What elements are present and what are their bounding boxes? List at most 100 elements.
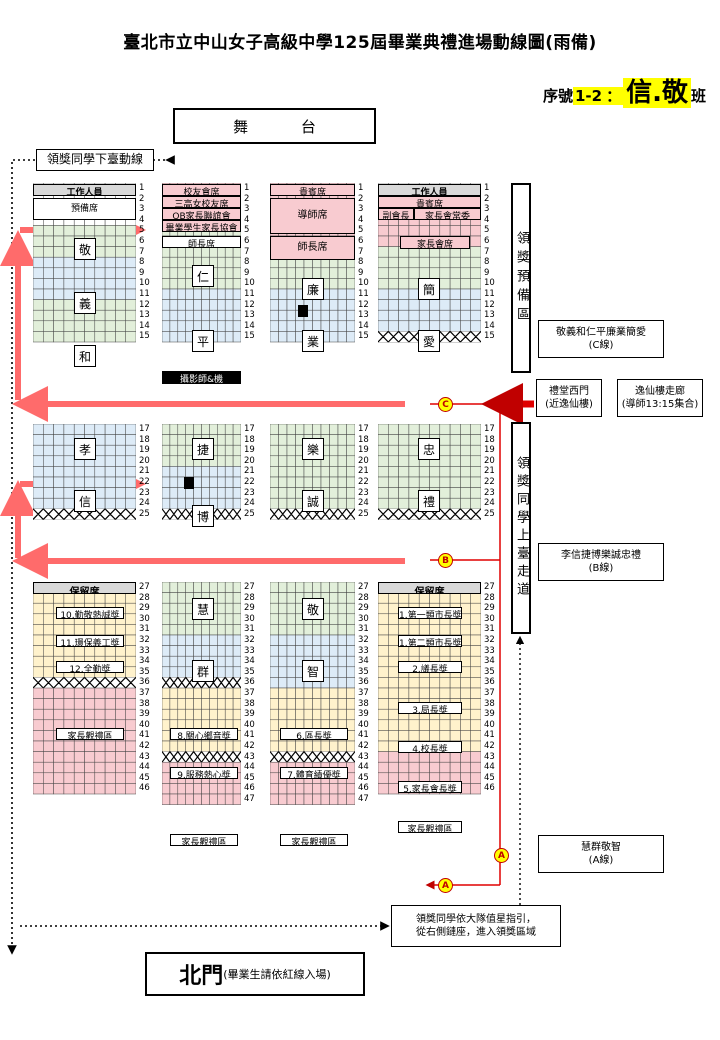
seat [63, 624, 75, 636]
seat [232, 466, 241, 478]
seat [278, 708, 288, 721]
seat [270, 497, 279, 510]
row-number: 6 [484, 235, 490, 246]
seat [94, 246, 106, 258]
seat [53, 256, 65, 269]
row-number: 17 [358, 424, 369, 434]
seat [169, 740, 179, 752]
seat [346, 783, 355, 795]
seat [33, 331, 44, 343]
seat [33, 624, 44, 636]
seat [33, 613, 44, 625]
seat [346, 634, 355, 646]
seat [232, 793, 241, 805]
seat [278, 592, 288, 604]
seat [33, 434, 44, 446]
row-number: 44 [484, 762, 495, 773]
alumni-tag: 校友會席 [162, 184, 241, 196]
seat [115, 698, 126, 710]
seat [312, 309, 322, 322]
seat [232, 582, 241, 593]
row-number: 28 [484, 592, 495, 603]
seat [408, 687, 420, 699]
seat [53, 455, 65, 467]
seat [378, 309, 389, 322]
seat [33, 761, 44, 774]
seat [398, 288, 410, 300]
seat [43, 783, 54, 795]
seat [169, 487, 179, 499]
seat [346, 497, 355, 510]
seat [312, 267, 322, 279]
seat [388, 288, 399, 300]
seat [115, 246, 126, 258]
seat [63, 740, 75, 752]
serial-prefix: 序號 [542, 87, 573, 105]
seat [53, 751, 65, 763]
row-number: 10 [244, 278, 255, 289]
row-number: 24 [244, 498, 255, 509]
seat [53, 278, 65, 290]
row-number: 3 [484, 204, 490, 215]
seat [388, 246, 399, 258]
row-number: 9 [358, 267, 364, 278]
row-number: 9 [484, 267, 490, 278]
seat [388, 592, 399, 604]
seat [84, 772, 96, 784]
seat [460, 434, 471, 446]
award-5-tag: 5.家長會長獎 [398, 781, 462, 793]
seat [337, 793, 347, 805]
seat [329, 793, 339, 805]
row-number: 2 [358, 193, 364, 204]
blocked-row-bg [378, 508, 481, 520]
seat [115, 455, 126, 467]
seat [63, 434, 75, 446]
seat [337, 278, 347, 290]
seat [33, 751, 44, 763]
seat [169, 246, 179, 258]
row-number: 20 [244, 455, 255, 466]
row-number: 29 [358, 603, 369, 614]
award-12-tag: 12.全勤獎 [56, 661, 124, 673]
row-number: 41 [358, 730, 369, 741]
seat [232, 783, 241, 795]
seat [286, 487, 296, 499]
seat [278, 602, 288, 615]
seat [303, 582, 313, 593]
seat [346, 793, 355, 805]
seat [312, 299, 322, 311]
seat [209, 698, 218, 710]
seat [125, 288, 136, 300]
seat [224, 278, 234, 290]
seat [312, 476, 322, 488]
seat [169, 424, 179, 435]
seat [320, 424, 330, 435]
seat [115, 225, 126, 237]
seat [329, 687, 339, 699]
seat [53, 476, 65, 488]
seat [378, 751, 389, 763]
row-number: 21 [139, 466, 150, 477]
seat [84, 331, 96, 343]
seat [115, 645, 126, 657]
seat [185, 288, 194, 300]
seat [162, 256, 171, 269]
seat [162, 582, 171, 593]
seat [84, 783, 96, 795]
seat [43, 592, 54, 604]
seat [439, 309, 451, 322]
serial-suffix: 班 [690, 87, 706, 105]
seat [33, 666, 44, 678]
seat [115, 267, 126, 279]
seat [439, 645, 451, 657]
seat [63, 487, 75, 499]
seat [125, 783, 136, 795]
seat [286, 278, 296, 290]
seat [329, 267, 339, 279]
seat [169, 687, 179, 699]
seat [470, 772, 481, 784]
line-c-classes: 敬義和仁平廉業簡愛 [556, 327, 646, 338]
row-number: 6 [244, 235, 250, 246]
seat [329, 466, 339, 478]
seat [162, 246, 171, 258]
